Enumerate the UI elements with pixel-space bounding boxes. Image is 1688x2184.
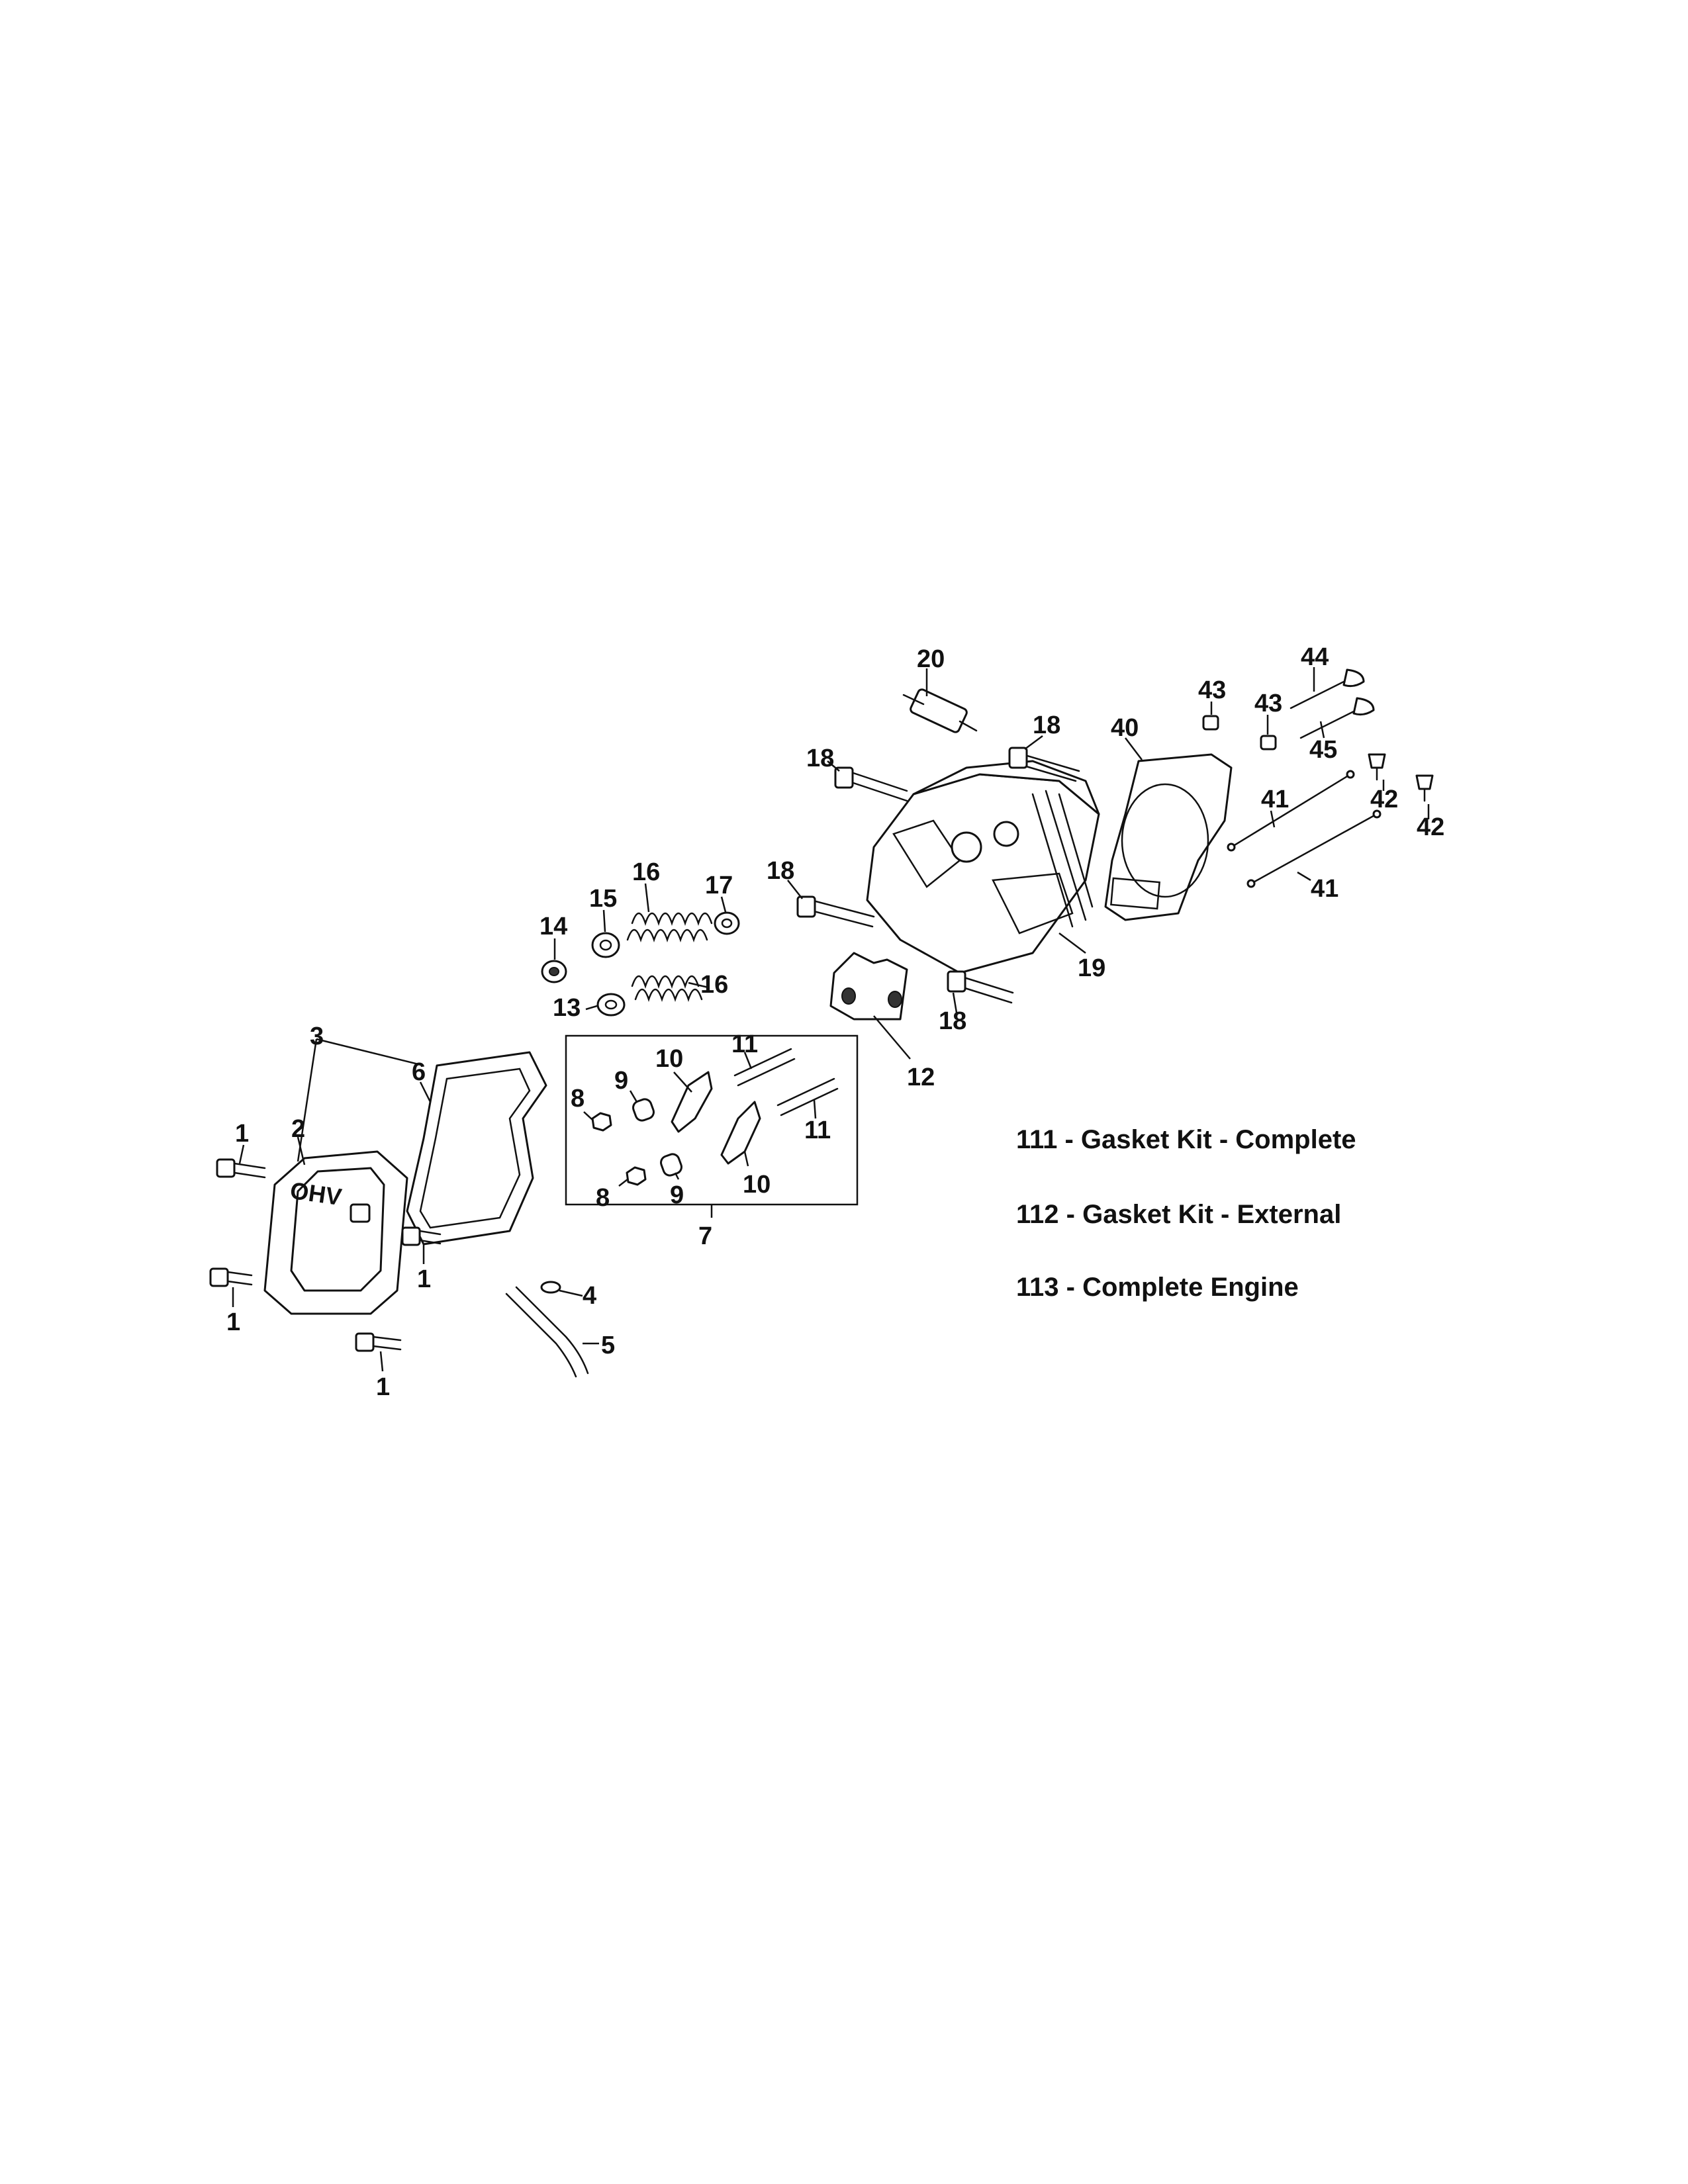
valve-cover: OHV [263, 1038, 424, 1315]
legend-item: 112 - Gasket Kit - External [1016, 1200, 1341, 1229]
head-bolt-lower-right [947, 970, 1014, 1013]
callout-18: 18 [1033, 711, 1060, 739]
callout-1: 1 [235, 1120, 249, 1148]
callout-2: 2 [291, 1115, 305, 1143]
cover-bolts [209, 1144, 442, 1372]
callout-5: 5 [601, 1332, 615, 1359]
callout-20: 20 [917, 645, 945, 673]
callout-42: 42 [1370, 786, 1398, 813]
legend-item: 113 - Complete Engine [1016, 1273, 1299, 1302]
cylinder-head [866, 760, 1100, 974]
callout-15: 15 [589, 885, 617, 913]
callout-4: 4 [583, 1282, 596, 1310]
callout-3: 3 [310, 1023, 324, 1050]
callout-42: 42 [1417, 813, 1444, 841]
callout-12: 12 [907, 1064, 935, 1091]
callout-16: 16 [632, 858, 660, 886]
callout-6: 6 [412, 1058, 426, 1086]
valve-springs [541, 883, 740, 1017]
head-bolt-lower-left [787, 880, 875, 928]
callout-40: 40 [1111, 714, 1139, 742]
pushrods [1227, 770, 1382, 888]
callout-45: 45 [1309, 736, 1337, 764]
valve-cover-gasket [406, 1051, 547, 1246]
callout-7: 7 [698, 1222, 712, 1250]
callout-1: 1 [417, 1265, 431, 1293]
guide-plate [829, 952, 911, 1060]
callout-18: 18 [939, 1007, 966, 1035]
callout-11: 11 [731, 1030, 758, 1058]
kit-legend: 111 - Gasket Kit - Complete 112 - Gasket… [1016, 1125, 1356, 1302]
callout-10: 10 [655, 1045, 683, 1073]
rocker-arm-group [565, 1034, 859, 1218]
callout-44: 44 [1301, 643, 1329, 671]
callout-10: 10 [743, 1171, 771, 1199]
callout-18: 18 [806, 745, 834, 772]
callout-14: 14 [539, 913, 567, 940]
callout-8: 8 [596, 1184, 610, 1212]
callout-labels: 20 18 18 18 18 19 40 41 41 42 42 43 43 4… [226, 643, 1444, 1401]
head-gasket [1104, 737, 1233, 921]
callout-9: 9 [614, 1067, 628, 1095]
callout-19: 19 [1078, 954, 1105, 982]
callout-9: 9 [670, 1181, 684, 1209]
callout-43: 43 [1198, 676, 1226, 704]
head-bolt-upper-right [1008, 735, 1080, 782]
callout-1: 1 [226, 1308, 240, 1336]
callout-16: 16 [700, 971, 728, 999]
callout-18: 18 [767, 857, 794, 885]
callout-13: 13 [553, 994, 581, 1022]
spark-plug [902, 668, 978, 733]
tappets [1368, 753, 1434, 819]
callout-41: 41 [1311, 875, 1338, 903]
head-bolt-upper-left [827, 760, 908, 802]
callout-17: 17 [705, 872, 733, 899]
callout-11: 11 [804, 1116, 831, 1144]
callout-43: 43 [1254, 690, 1282, 717]
valve-stem-seals [1202, 702, 1277, 751]
legend-item: 111 - Gasket Kit - Complete [1016, 1125, 1356, 1154]
valves [1289, 667, 1375, 739]
callout-41: 41 [1261, 786, 1289, 813]
breather-tube [505, 1281, 599, 1378]
callout-1: 1 [376, 1373, 390, 1401]
callout-8: 8 [571, 1085, 585, 1113]
